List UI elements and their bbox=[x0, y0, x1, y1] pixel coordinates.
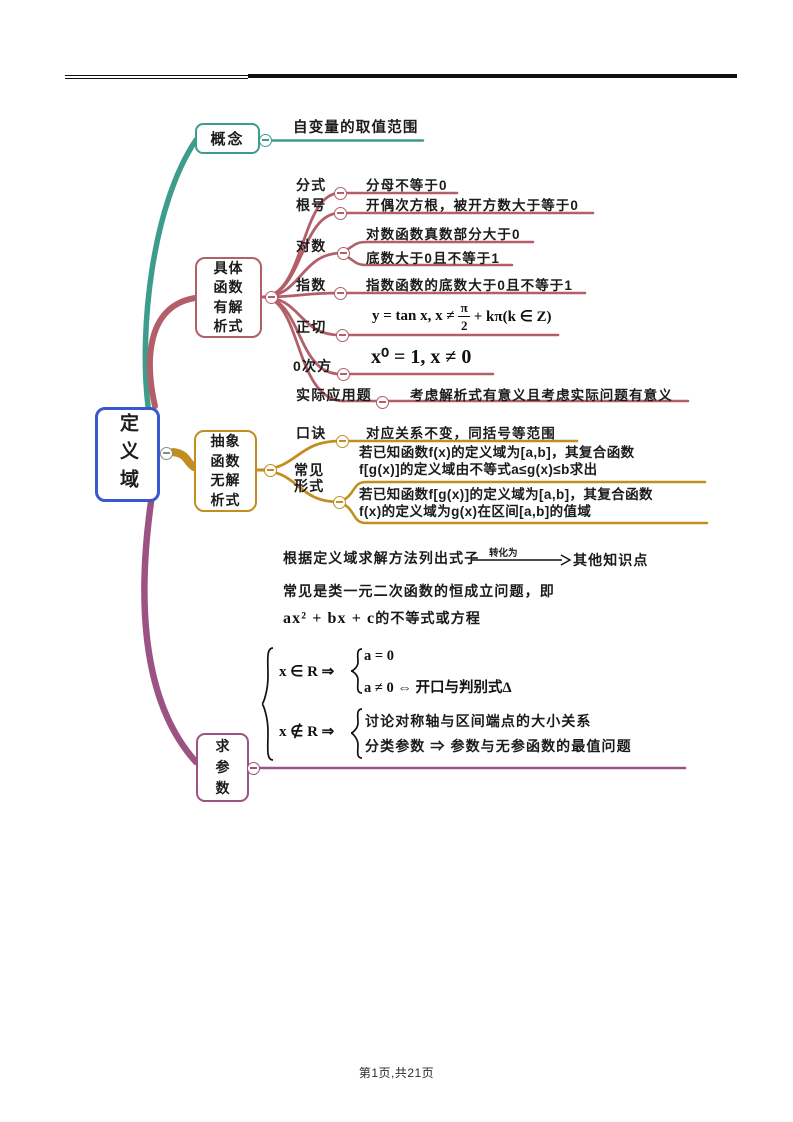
param-line2: 常见是类一元二次函数的恒成立问题，即 bbox=[283, 583, 555, 599]
inner-brace-2 bbox=[350, 708, 363, 759]
collapse-icon-concept[interactable] bbox=[258, 133, 272, 147]
label-shiji: 实际应用题 bbox=[296, 387, 372, 403]
param-line1-end: 其他知识点 bbox=[573, 552, 649, 568]
text-shiji: 考虑解析式有意义且考虑实际问题有意义 bbox=[410, 388, 673, 403]
node-find-parameter: 求 参 数 bbox=[196, 733, 249, 802]
case2-condition: x ∉ R ⇒ bbox=[279, 724, 335, 740]
collapse-icon-genhao[interactable] bbox=[333, 206, 347, 220]
label-fenshi: 分式 bbox=[296, 177, 327, 193]
case2-item2: 分类参数 ⇒ 参数与无参函数的最值问题 bbox=[365, 738, 632, 754]
param-line3-math: ax² + bx + c bbox=[283, 610, 376, 627]
text-changjian-item2: 若已知函数f[g(x)]的定义域为[a,b]，其复合函数 f(x)的定义域为g(… bbox=[359, 487, 653, 519]
collapse-icon-0cifang[interactable] bbox=[336, 367, 350, 381]
node-concrete-function: 具体 函数 有解 析式 bbox=[195, 257, 262, 338]
root-label: 定义域 bbox=[117, 412, 138, 497]
label-changjian: 常见 形式 bbox=[294, 462, 325, 494]
text-genhao: 开偶次方根，被开方数大于等于0 bbox=[366, 198, 580, 213]
collapse-icon-zhengqie[interactable] bbox=[335, 328, 349, 342]
param-line3-text: 的不等式或方程 bbox=[375, 610, 481, 626]
collapse-icon-fenshi[interactable] bbox=[333, 186, 347, 200]
label-zhengqie: 正切 bbox=[296, 319, 327, 335]
case-braces bbox=[261, 647, 363, 761]
collapse-icon-shiji[interactable] bbox=[375, 395, 389, 409]
fraction-pi-over-2: π 2 bbox=[457, 301, 471, 332]
branch-concept-trunk bbox=[142, 137, 199, 409]
collapse-icon-abstract[interactable] bbox=[263, 463, 277, 477]
text-koujue: 对应关系不变，同括号等范围 bbox=[366, 426, 556, 441]
inner-brace-1 bbox=[350, 648, 363, 694]
label-zhishu: 指数 bbox=[296, 277, 327, 293]
text-fenshi: 分母不等于0 bbox=[366, 178, 448, 193]
text-duishu-1: 对数函数真数部分大于0 bbox=[366, 227, 521, 242]
collapse-icon-zhishu[interactable] bbox=[333, 286, 347, 300]
node-concept: 概念 bbox=[195, 123, 260, 154]
case1-condition: x ∈ R ⇒ bbox=[279, 664, 335, 680]
param-line1: 根据定义域求解方法列出式子 bbox=[283, 550, 480, 566]
param-line3: ax² + bx + c 的不等式或方程 bbox=[283, 608, 481, 628]
branch-param-trunk bbox=[141, 498, 200, 766]
branch-concrete-trunk bbox=[146, 295, 198, 409]
page-number-footer: 第1页,共21页 bbox=[358, 1066, 435, 1080]
text-changjian-item1: 若已知函数f(x)的定义域为[a,b]，其复合函数 f[g(x)]的定义域由不等… bbox=[359, 445, 635, 477]
collapse-icon-changjian[interactable] bbox=[332, 495, 346, 509]
formula-x0: x⁰ = 1, x ≠ 0 bbox=[371, 346, 472, 368]
collapse-icon-koujue[interactable] bbox=[335, 434, 349, 448]
header-rule-thin bbox=[65, 75, 248, 79]
outer-brace bbox=[261, 647, 274, 761]
concept-child-text: 自变量的取值范围 bbox=[293, 120, 419, 136]
case1-item2: a ≠ 0 ⇔ 开口与判别式Δ bbox=[364, 680, 512, 696]
param-arrow-label: 转化为 bbox=[489, 548, 518, 559]
text-zhishu: 指数函数的底数大于0且不等于1 bbox=[366, 278, 574, 293]
label-0cifang: 0次方 bbox=[293, 358, 333, 374]
transform-arrow bbox=[472, 554, 572, 566]
root-node-dingyiyu: 定义域 bbox=[95, 407, 160, 502]
header-rule-thick bbox=[248, 74, 737, 78]
collapse-icon-param[interactable] bbox=[246, 761, 260, 775]
collapse-icon-root[interactable] bbox=[159, 446, 173, 460]
node-abstract-function: 抽象 函数 无解 析式 bbox=[194, 430, 257, 512]
label-duishu: 对数 bbox=[296, 238, 327, 254]
label-koujue: 口诀 bbox=[296, 425, 327, 441]
text-duishu-2: 底数大于0且不等于1 bbox=[366, 251, 501, 266]
case2-item1: 讨论对称轴与区间端点的大小关系 bbox=[365, 713, 592, 729]
collapse-icon-duishu[interactable] bbox=[336, 246, 350, 260]
formula-tan: y = tan x, x ≠ π 2 + kπ(k ∈ Z) bbox=[372, 300, 552, 333]
label-genhao: 根号 bbox=[296, 197, 327, 213]
case1-item1: a = 0 bbox=[364, 648, 395, 664]
branch-abstract-trunk bbox=[169, 448, 198, 471]
collapse-icon-concrete[interactable] bbox=[264, 290, 278, 304]
